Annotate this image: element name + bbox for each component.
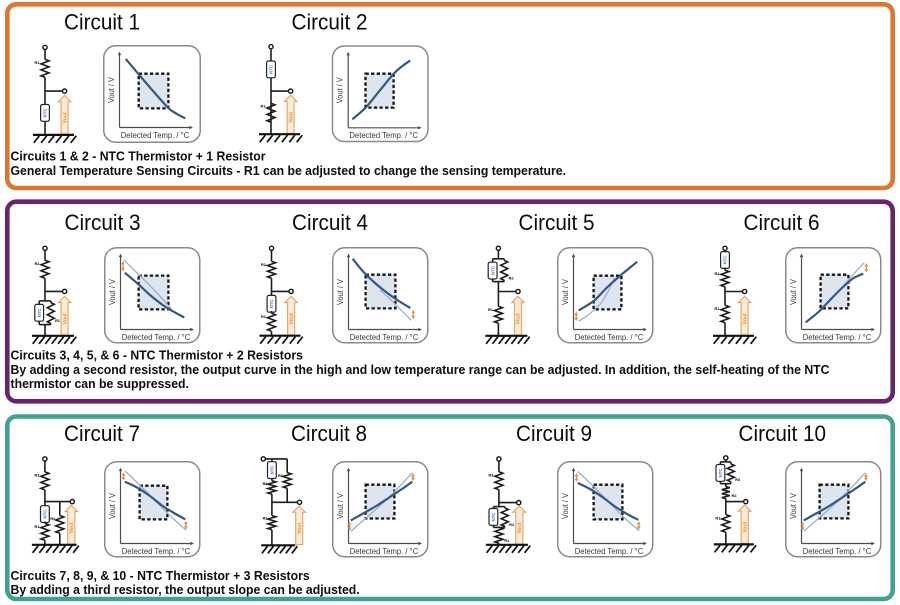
svg-text:NTC: NTC [269,65,274,74]
svg-text:R2: R2 [732,494,737,498]
svg-text:R1: R1 [35,61,40,65]
svg-text:R1: R1 [504,539,509,543]
svg-text:R2: R2 [715,272,720,276]
svg-text:Vout: Vout [289,313,295,324]
svg-text:NTC: NTC [269,299,274,308]
svg-text:NTC: NTC [723,256,728,265]
svg-text:NTC: NTC [43,108,48,117]
svg-text:NTC: NTC [491,512,496,521]
svg-text:General Temperature Sensing Ci: General Temperature Sensing Circuits - R… [11,163,567,178]
svg-text:Detected Temp. / °C: Detected Temp. / °C [575,547,644,556]
svg-text:Circuit 3: Circuit 3 [65,210,141,235]
svg-text:Detected Temp. / °C: Detected Temp. / °C [122,547,191,556]
svg-text:Vout / V: Vout / V [789,278,798,305]
svg-text:Vout / V: Vout / V [336,77,345,104]
svg-text:Circuit 10: Circuit 10 [739,421,827,446]
svg-text:Vout: Vout [742,521,748,532]
svg-text:Circuit 4: Circuit 4 [292,210,368,235]
svg-text:Vout: Vout [62,112,68,123]
svg-text:Detected Temp. / °C: Detected Temp. / °C [575,333,644,342]
svg-text:Vout / V: Vout / V [336,492,345,519]
svg-text:R2: R2 [509,523,514,527]
svg-text:By adding a second resistor, t: By adding a second resistor, the output … [11,362,831,377]
svg-text:Detected Temp. / °C: Detected Temp. / °C [350,547,419,556]
svg-text:R1: R1 [263,517,268,521]
svg-text:Vout / V: Vout / V [561,278,570,305]
svg-text:R3: R3 [735,478,740,482]
svg-text:Vout: Vout [69,522,75,533]
svg-text:Vout: Vout [517,522,523,533]
svg-text:Detected Temp. / °C: Detected Temp. / °C [349,131,418,140]
svg-text:Detected Temp. / °C: Detected Temp. / °C [122,333,191,342]
svg-text:By adding a third resistor, th: By adding a third resistor, the output s… [11,582,360,597]
svg-text:R2: R2 [50,517,55,521]
svg-text:Detected Temp. / °C: Detected Temp. / °C [803,333,872,342]
svg-text:R1: R1 [261,315,266,319]
svg-text:Vout / V: Vout / V [561,492,570,519]
svg-text:Circuit 6: Circuit 6 [744,210,820,235]
svg-text:R1: R1 [34,525,39,529]
svg-text:Circuit 1: Circuit 1 [64,9,140,34]
svg-text:Vout / V: Vout / V [336,278,345,305]
svg-text:Vout: Vout [742,313,748,324]
svg-text:NTC: NTC [270,466,275,475]
svg-text:R3: R3 [278,474,283,478]
svg-text:Circuits 7, 8, 9, & 10 - NTC T: Circuits 7, 8, 9, & 10 - NTC Thermistor … [11,568,310,583]
svg-text:Circuit 8: Circuit 8 [291,421,367,446]
svg-text:Circuits 1 & 2 - NTC Thermisto: Circuits 1 & 2 - NTC Thermistor + 1 Resi… [11,149,266,164]
svg-text:R3: R3 [34,473,39,477]
svg-text:Vout: Vout [297,523,303,534]
svg-text:Circuit 7: Circuit 7 [64,421,140,446]
svg-text:Circuit 5: Circuit 5 [519,210,595,235]
svg-text:R1: R1 [488,308,493,312]
svg-text:Vout / V: Vout / V [107,76,116,103]
svg-text:Circuits 3, 4, 5, & 6 - NTC Th: Circuits 3, 4, 5, & 6 - NTC Thermistor +… [11,348,303,363]
svg-text:NTC: NTC [37,308,42,317]
svg-text:Vout / V: Vout / V [108,492,117,519]
svg-text:Detected Temp. / °C: Detected Temp. / °C [121,131,190,140]
svg-text:Vout: Vout [516,313,522,324]
svg-text:Circuit 2: Circuit 2 [292,9,368,34]
svg-text:R1: R1 [261,105,266,109]
svg-text:Detected Temp. / °C: Detected Temp. / °C [350,333,419,342]
svg-text:Vout: Vout [288,112,294,123]
svg-text:Vout / V: Vout / V [108,278,117,305]
svg-text:Vout: Vout [62,313,68,324]
svg-text:R2: R2 [509,276,514,280]
svg-text:NTC: NTC [718,468,723,477]
svg-text:R1: R1 [55,319,60,323]
svg-text:R3: R3 [488,473,493,477]
svg-text:R2: R2 [263,482,268,486]
svg-text:Circuit 9: Circuit 9 [516,421,592,446]
svg-text:Detected Temp. / °C: Detected Temp. / °C [803,547,872,556]
svg-text:Vout / V: Vout / V [789,492,798,519]
svg-text:R1: R1 [715,516,720,520]
svg-text:R1: R1 [715,307,720,311]
svg-text:thermistor can be suppressed.: thermistor can be suppressed. [11,376,189,391]
svg-text:R2: R2 [261,263,266,267]
svg-text:R2: R2 [35,262,40,266]
svg-text:NTC: NTC [490,266,495,275]
svg-text:NTC: NTC [43,510,48,519]
